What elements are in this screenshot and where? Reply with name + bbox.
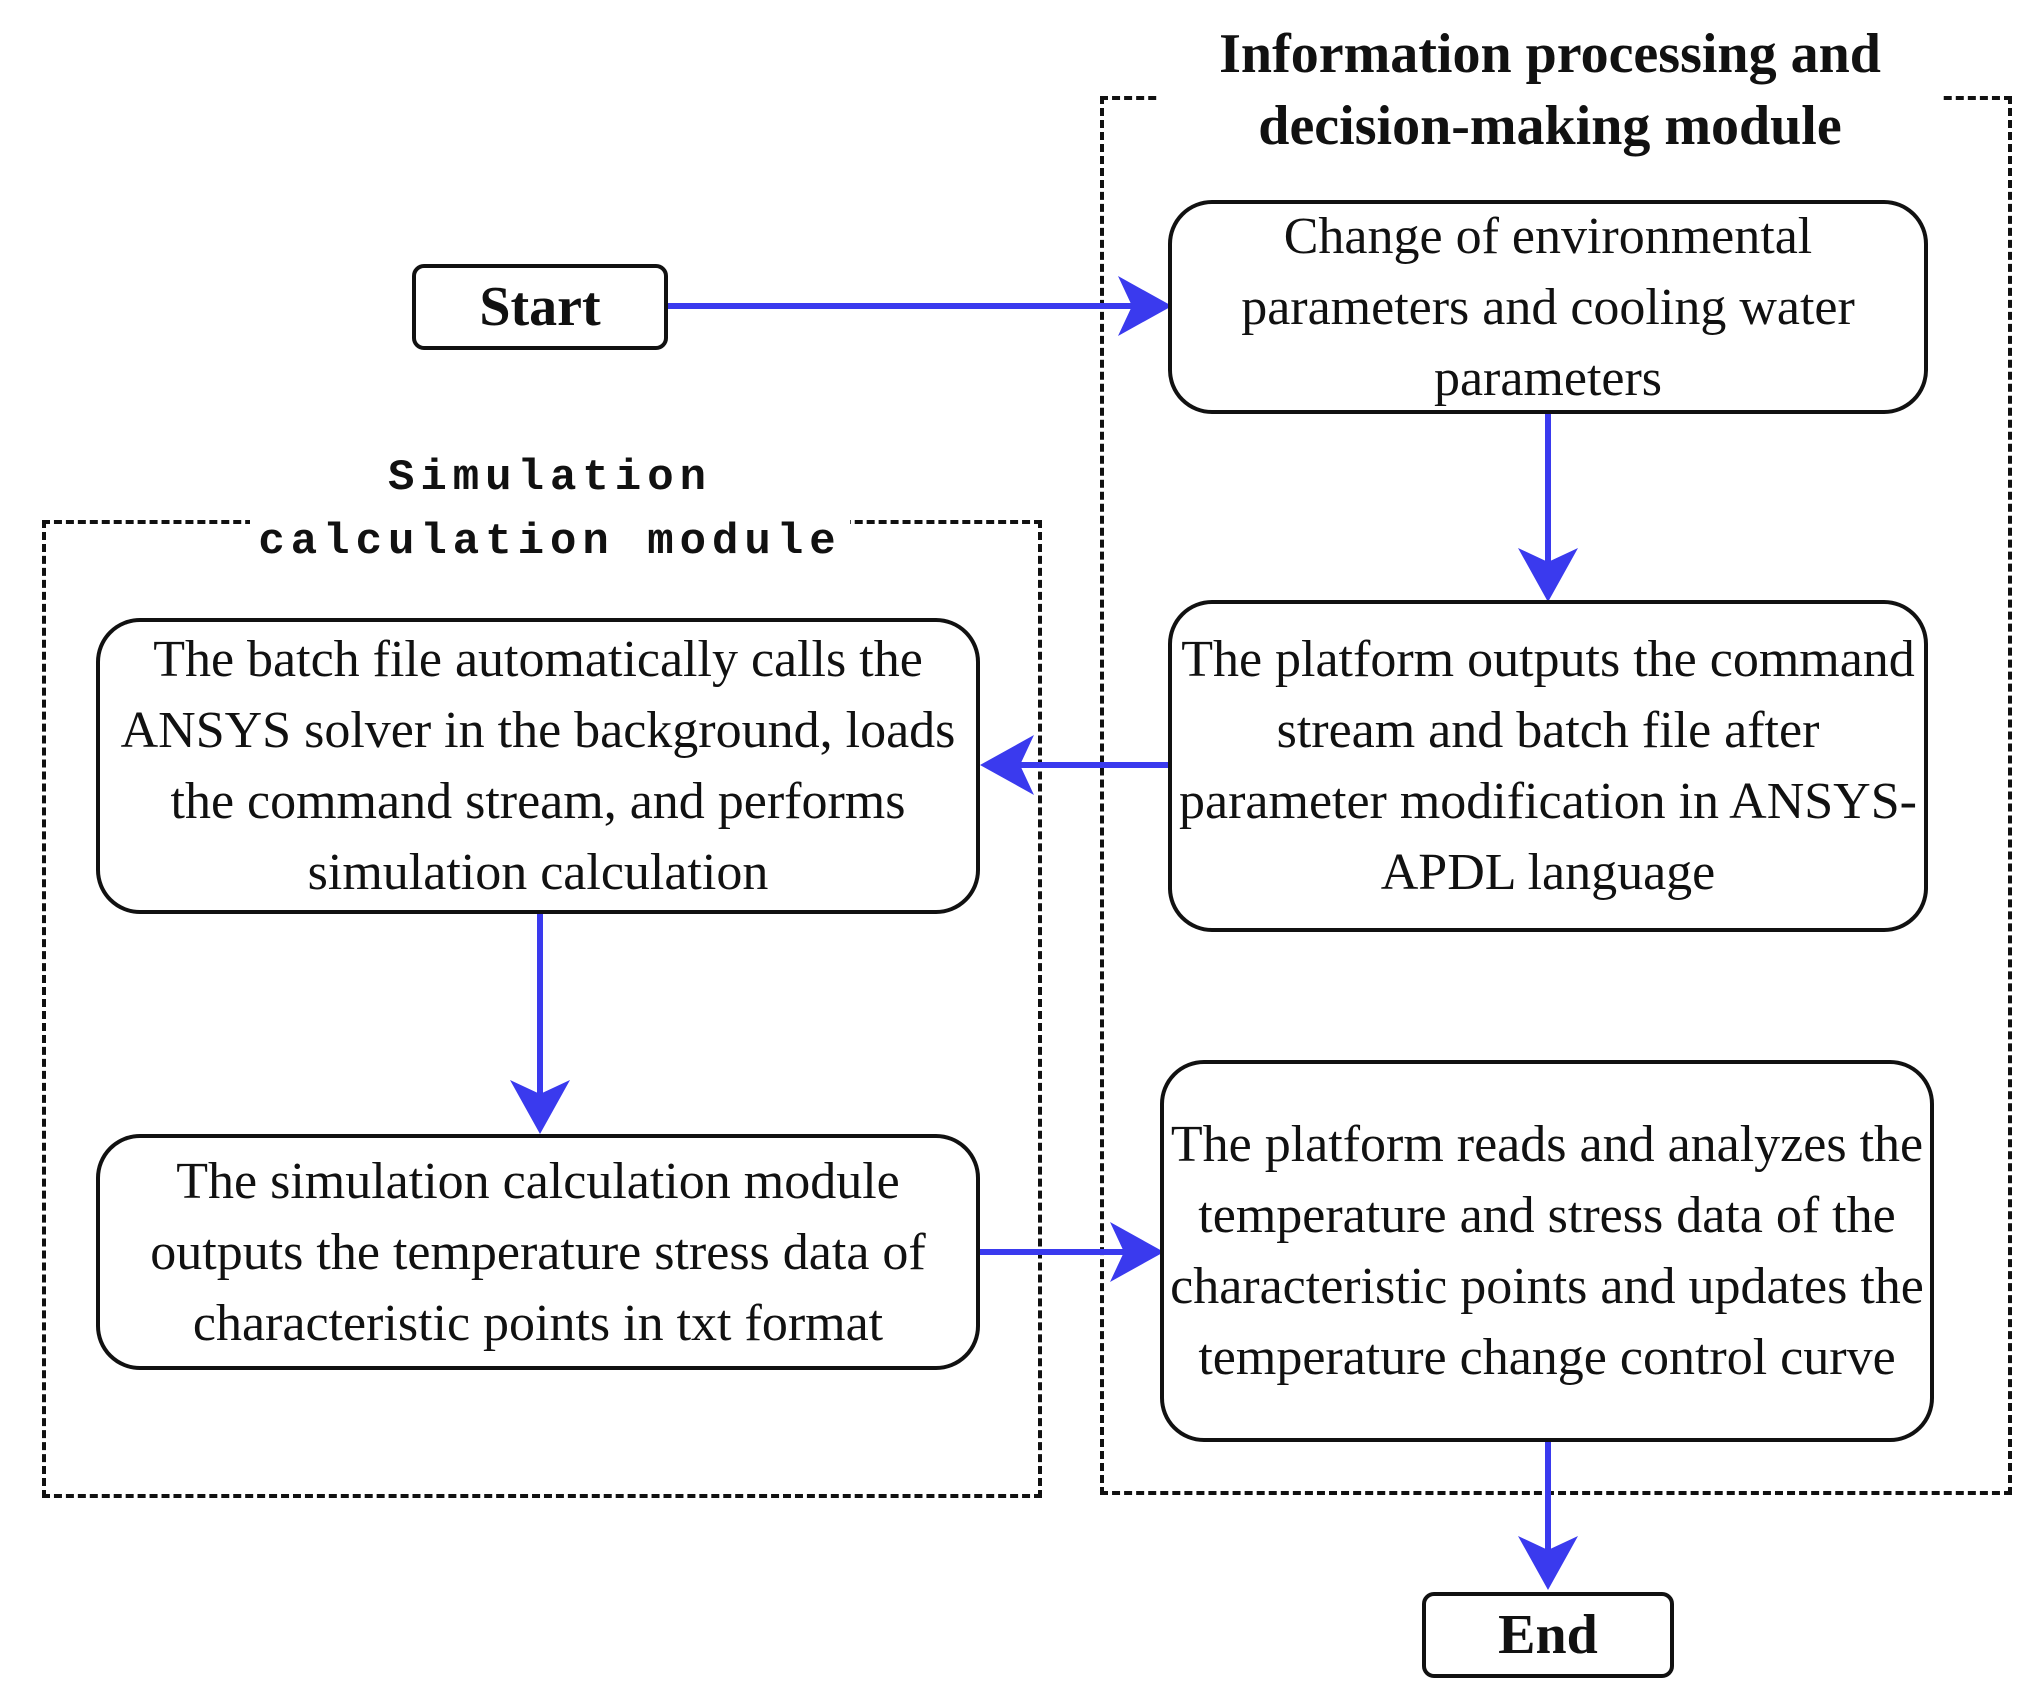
arrow-change-to-outputs [1518,412,1578,602]
sim-outputs-node: The simulation calculation module output… [96,1134,980,1370]
start-label: Start [479,276,601,338]
sim-outputs-label: The simulation calculation module output… [150,1152,926,1352]
info-module-title: Information processing and decision-maki… [1160,18,1940,162]
change-params-node: Change of environmental parameters and c… [1168,200,1928,414]
batch-calls-label: The batch file automatically calls the A… [120,631,956,901]
platform-reads-node: The platform reads and analyzes the temp… [1160,1060,1934,1442]
arrow-reads-to-end [1518,1440,1578,1590]
end-label: End [1498,1604,1598,1666]
change-params-label: Change of environmental parameters and c… [1241,207,1855,407]
arrow-simoutputs-to-reads [980,1222,1164,1282]
arrow-batch-to-simoutputs [510,912,570,1134]
sim-module-title: Simulation calculation module [250,446,850,574]
arrow-start-to-change [666,276,1172,336]
info-module-title-line2: decision-making module [1258,95,1842,157]
arrow-outputs-to-batch [980,735,1168,795]
platform-outputs-node: The platform outputs the command stream … [1168,600,1928,932]
batch-calls-node: The batch file automatically calls the A… [96,618,980,914]
platform-outputs-label: The platform outputs the command stream … [1179,631,1917,901]
platform-reads-label: The platform reads and analyzes the temp… [1170,1116,1924,1386]
sim-module-title-line2: calculation module [258,517,842,567]
end-node: End [1422,1592,1674,1678]
info-module-title-line1: Information processing and [1219,23,1881,85]
sim-module-title-line1: Simulation [387,453,713,503]
start-node: Start [412,264,668,350]
